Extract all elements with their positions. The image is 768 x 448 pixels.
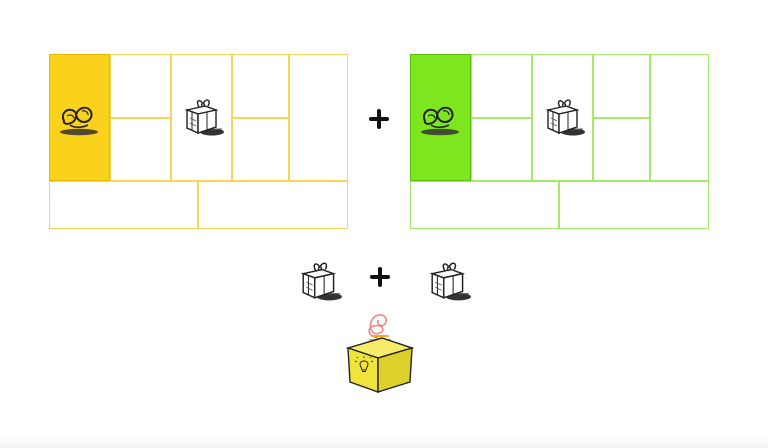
canvas-right-key-partners-cell — [410, 54, 471, 181]
floor-shadow — [0, 436, 768, 448]
canvas-left-channels-cell — [232, 118, 289, 181]
plus-icon — [368, 108, 390, 130]
canvas-right-key-resources-cell — [471, 118, 532, 181]
canvas-left-customer-relationships-cell — [232, 54, 289, 118]
canvas-left-customer-segments-cell — [289, 54, 348, 181]
lightbulb-icon — [354, 356, 374, 372]
canvas-right-customer-relationships-cell — [593, 54, 650, 118]
plus-icon — [369, 266, 391, 288]
gift-box-icon — [425, 259, 475, 303]
chain-link-icon — [56, 101, 102, 137]
canvas-left-key-resources-cell — [110, 118, 171, 181]
idea-box-icon — [342, 308, 416, 398]
canvas-right-cost-structure-cell — [410, 181, 559, 229]
canvas-right-key-activities-cell — [471, 54, 532, 118]
gift-box-icon — [182, 96, 226, 138]
canvas-right-customer-segments-cell — [650, 54, 709, 181]
canvas-left-key-partners-cell — [49, 54, 110, 181]
canvas-left-revenue-streams-cell — [198, 181, 348, 229]
canvas-right-revenue-streams-cell — [559, 181, 709, 229]
canvas-right-channels-cell — [593, 118, 650, 181]
canvas-left-key-activities-cell — [110, 54, 171, 118]
chain-link-icon — [417, 101, 463, 137]
gift-box-icon — [543, 96, 587, 138]
canvas-right — [410, 54, 709, 229]
canvas-left — [49, 54, 348, 229]
canvas-left-cost-structure-cell — [49, 181, 198, 229]
gift-box-icon — [296, 259, 346, 303]
